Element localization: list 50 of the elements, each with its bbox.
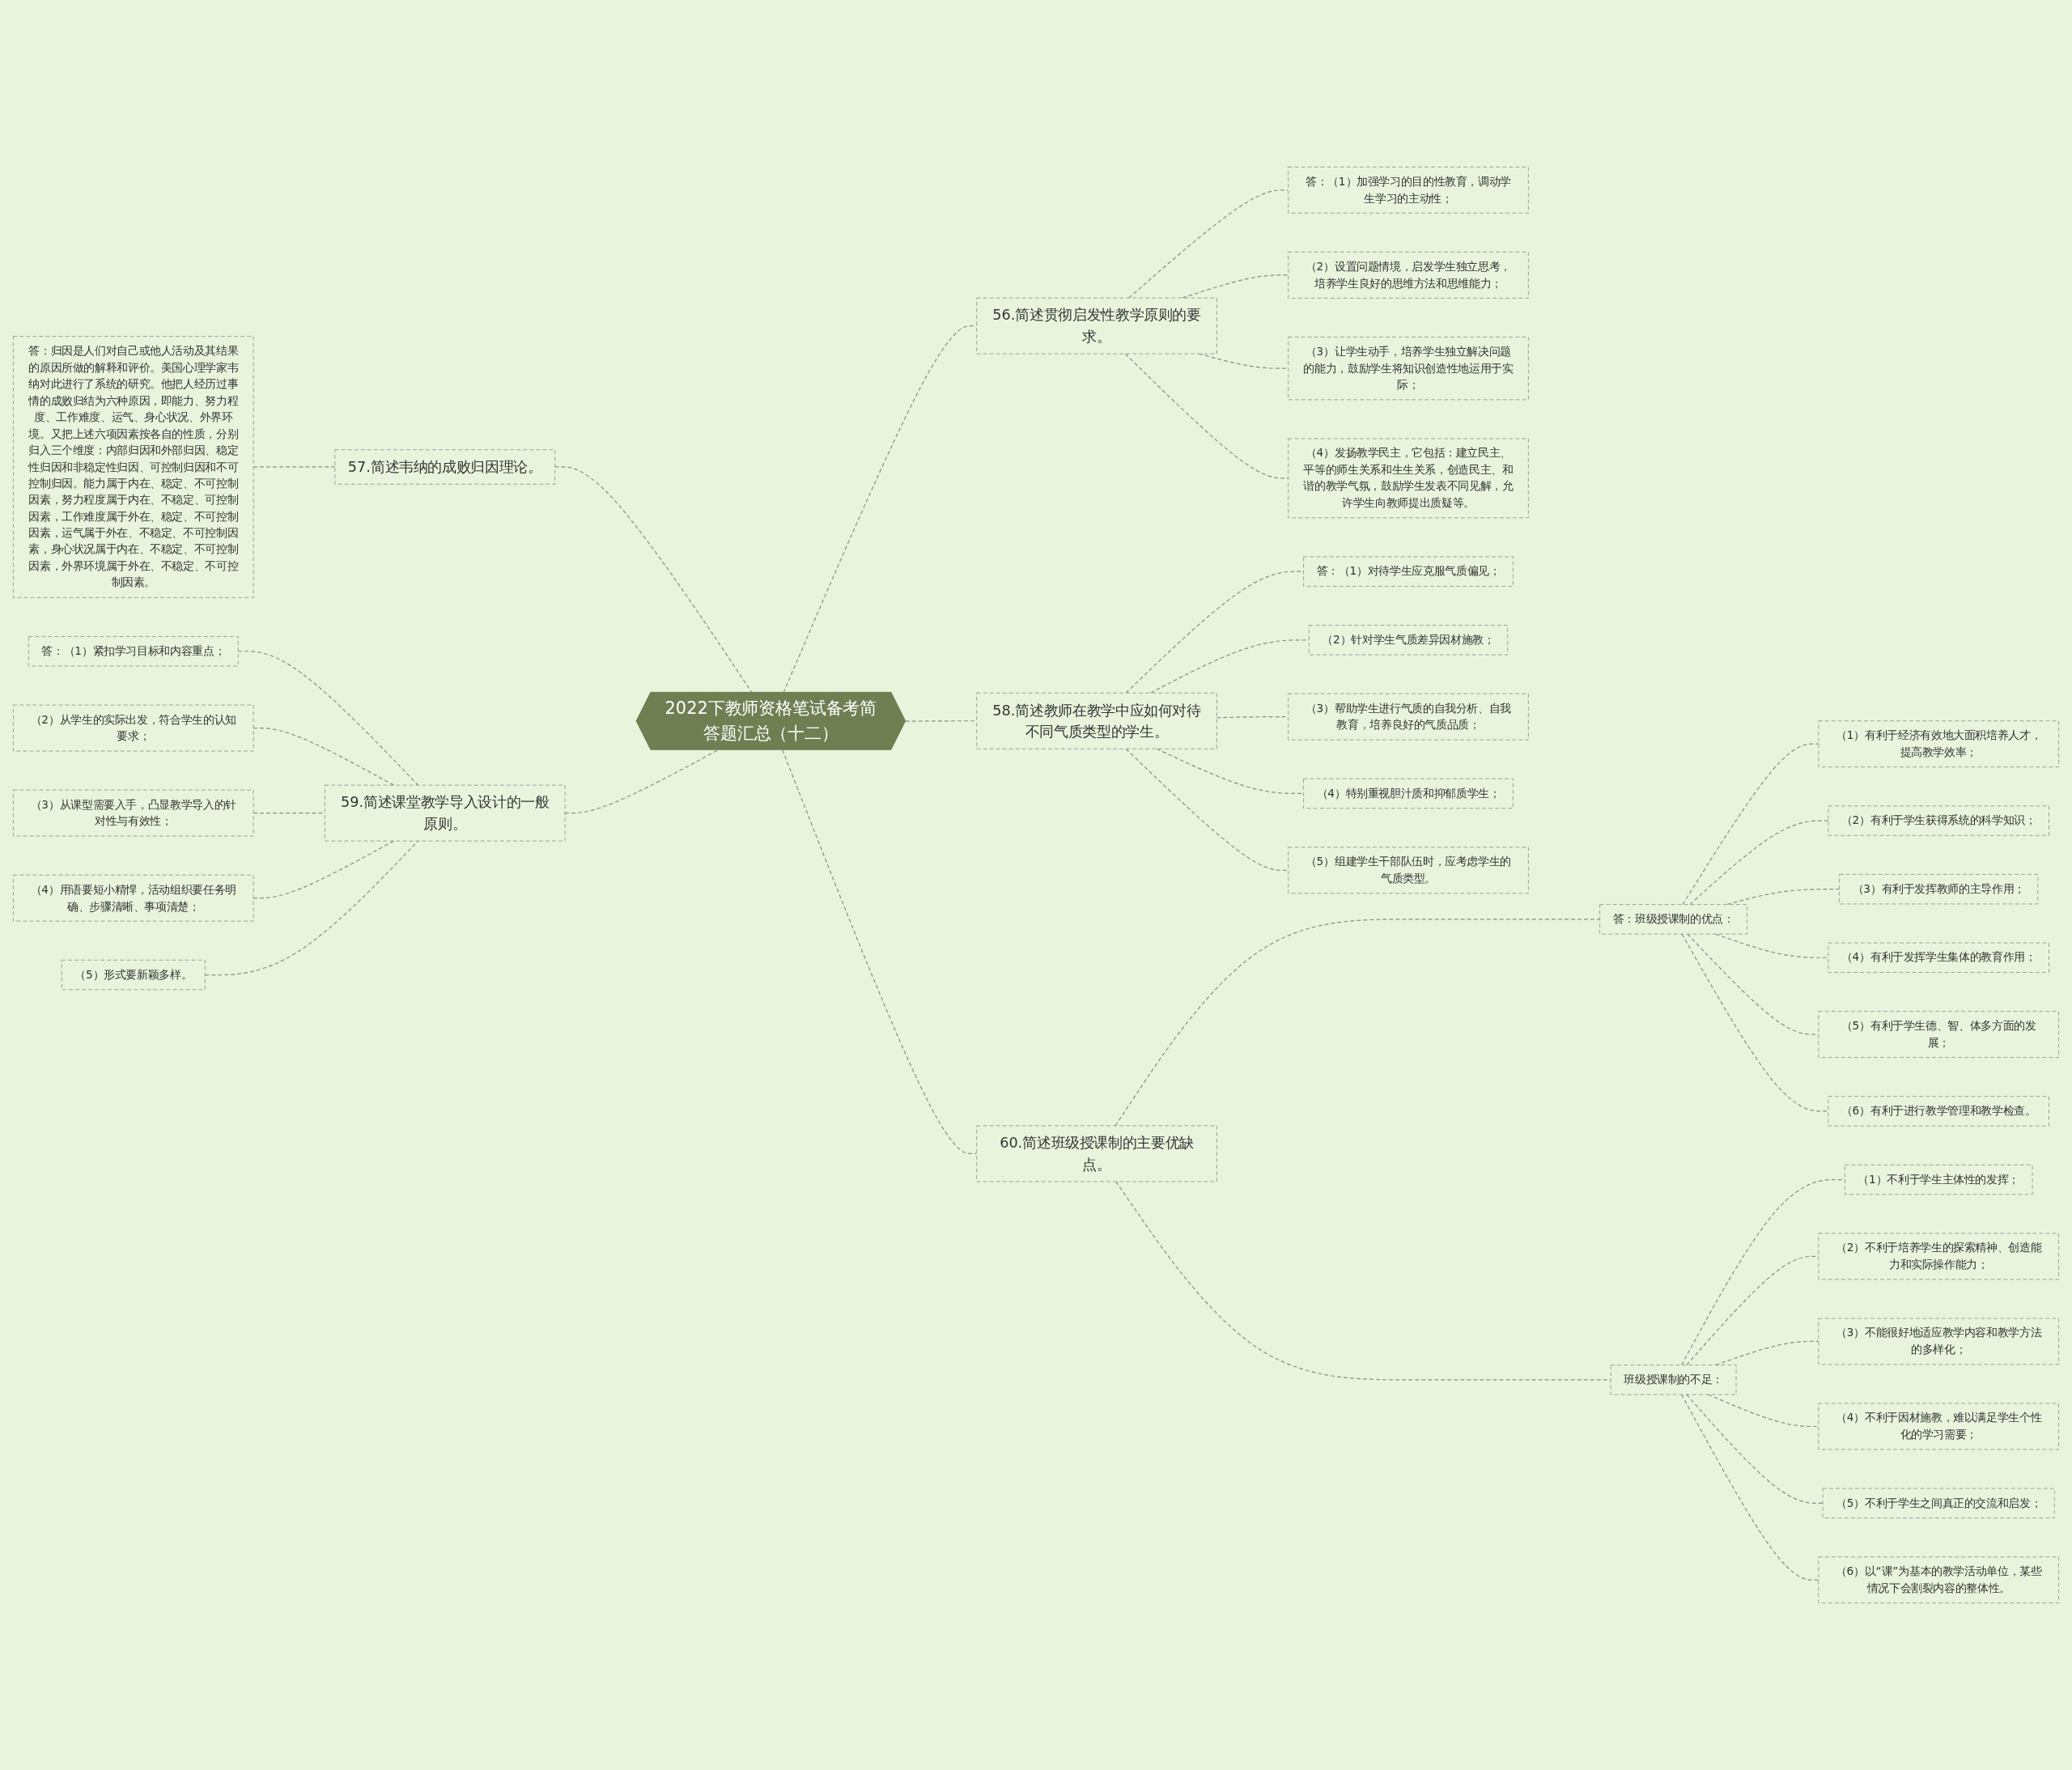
connector <box>1681 933 1829 1112</box>
node-box: 答：（1）加强学习的目的性教育，调动学生学习的主动性； <box>1288 166 1529 214</box>
connector <box>1686 1255 1819 1366</box>
node-box: （2）针对学生气质差异因材施教； <box>1308 625 1509 656</box>
connector <box>564 749 720 814</box>
node-box: （4）用语要短小精悍，活动组织要任务明确、步骤清晰、事项清楚； <box>13 874 254 922</box>
node-box: （6）有利于进行教学管理和教学检查。 <box>1828 1096 2049 1127</box>
node-box: 60.简述班级授课制的主要优缺点。 <box>976 1125 1217 1182</box>
node-box: 58.简述教师在教学中应如何对待不同气质类型的学生。 <box>976 692 1217 749</box>
node-box: （2）从学生的实际出发，符合学生的认知要求； <box>13 704 254 752</box>
connector <box>1128 189 1289 299</box>
node-box: （1）有利于经济有效地大面积培养人才，提高教学效率； <box>1818 720 2059 768</box>
node-box: （4）有利于发挥学生集体的教育作用； <box>1828 942 2049 973</box>
connector <box>782 749 978 1155</box>
node-box: （3）不能很好地适应教学内容和教学方法的多样化； <box>1818 1318 2059 1365</box>
connector <box>1125 748 1289 871</box>
node-box: （2）有利于学生获得系统的科学知识； <box>1828 805 2049 836</box>
node-box: （4）发扬教学民主，它包括：建立民主、平等的师生关系和生生关系，创造民主、和谐的教学气氛，鼓励学生发表不同见解，允许学生向教师提出质疑等。 <box>1288 438 1529 519</box>
node-box: 答：归因是人们对自己或他人活动及其结果的原因所做的解释和评价。美国心理学家韦纳对此进行了系统的研究。他把人经历过事情的成败归结为六种原因，即能力、努力程度、工作难度、运气、身心状况、外界环境。又把上述六项因素按各自的性质，分别归入三个维度：内部归因和外部归因、稳定性归因和非稳定性归因、可控制归因和不可控制归因。能力属于内在、稳定、不可控制因素，努力程度属于内在、不稳定、可控制因素，工作难度属于外在、稳定、不可控制因素，运气属于外在、不稳定、不可控制因素，身心状况属于内在、不稳定、不可控制因素，外界环境属于外在、不稳定、不可控制因素。 <box>13 336 254 598</box>
node-box: （4）特别重视胆汁质和抑郁质学生； <box>1303 778 1514 809</box>
connector <box>1115 1181 1611 1381</box>
node-box: （2）设置问题情境，启发学生独立思考，培养学生良好的思维方法和思维能力； <box>1288 252 1529 299</box>
connector <box>1681 1394 1819 1581</box>
node-box: （2）不利于培养学生的探索精神、创造能力和实际操作能力； <box>1818 1233 2059 1280</box>
node-box: （6）以“课”为基本的教学活动单位，某些情况下会割裂内容的整体性。 <box>1818 1556 2059 1604</box>
node-box: 班级授课制的不足： <box>1610 1365 1737 1395</box>
node-box: 57.简述韦纳的成败归因理论。 <box>334 449 556 485</box>
node-box: （5）形式要新颖多样。 <box>61 959 206 991</box>
node-box: （3）帮助学生进行气质的自我分析、自我教育，培养良好的气质品质； <box>1288 693 1529 741</box>
connector <box>237 651 419 786</box>
node-box: 56.简述贯彻启发性教学原则的要求。 <box>976 297 1217 354</box>
connector <box>253 813 325 814</box>
connector <box>1182 274 1289 299</box>
node-box: （5）有利于学生德、智、体多方面的发展； <box>1818 1011 2059 1058</box>
connector <box>1124 353 1289 479</box>
node-box: 答：（1）对待学生应克服气质偏见； <box>1303 556 1514 587</box>
node-box: （3）让学生动手，培养学生独立解决问题的能力，鼓励学生将知识创造性地运用于实际； <box>1288 337 1529 401</box>
connector <box>253 466 336 468</box>
node-box: （3）有利于发挥教师的主导作用； <box>1839 874 2039 905</box>
node-box: 答：班级授课制的优点： <box>1599 904 1748 935</box>
node-box: （4）不利于因材施教，难以满足学生个性化的学习需要； <box>1818 1403 2059 1450</box>
node-box: （5）组建学生干部队伍时，应考虑学生的气质类型。 <box>1288 847 1529 894</box>
node-box: （3）从课型需要入手，凸显教学导入的针对性与有效性； <box>13 789 254 837</box>
node-box: 59.简述课堂教学导入设计的一般原则。 <box>324 784 566 842</box>
node-box: （1）不利于学生主体性的发挥； <box>1845 1164 2033 1195</box>
node-box: （5）不利于学生之间真正的交流和启发； <box>1822 1488 2055 1518</box>
connector <box>1689 820 1829 906</box>
connector <box>1682 743 1819 906</box>
connector <box>1686 1394 1824 1504</box>
node-box: 答：（1）紧扣学习目标和内容重点； <box>28 636 239 667</box>
